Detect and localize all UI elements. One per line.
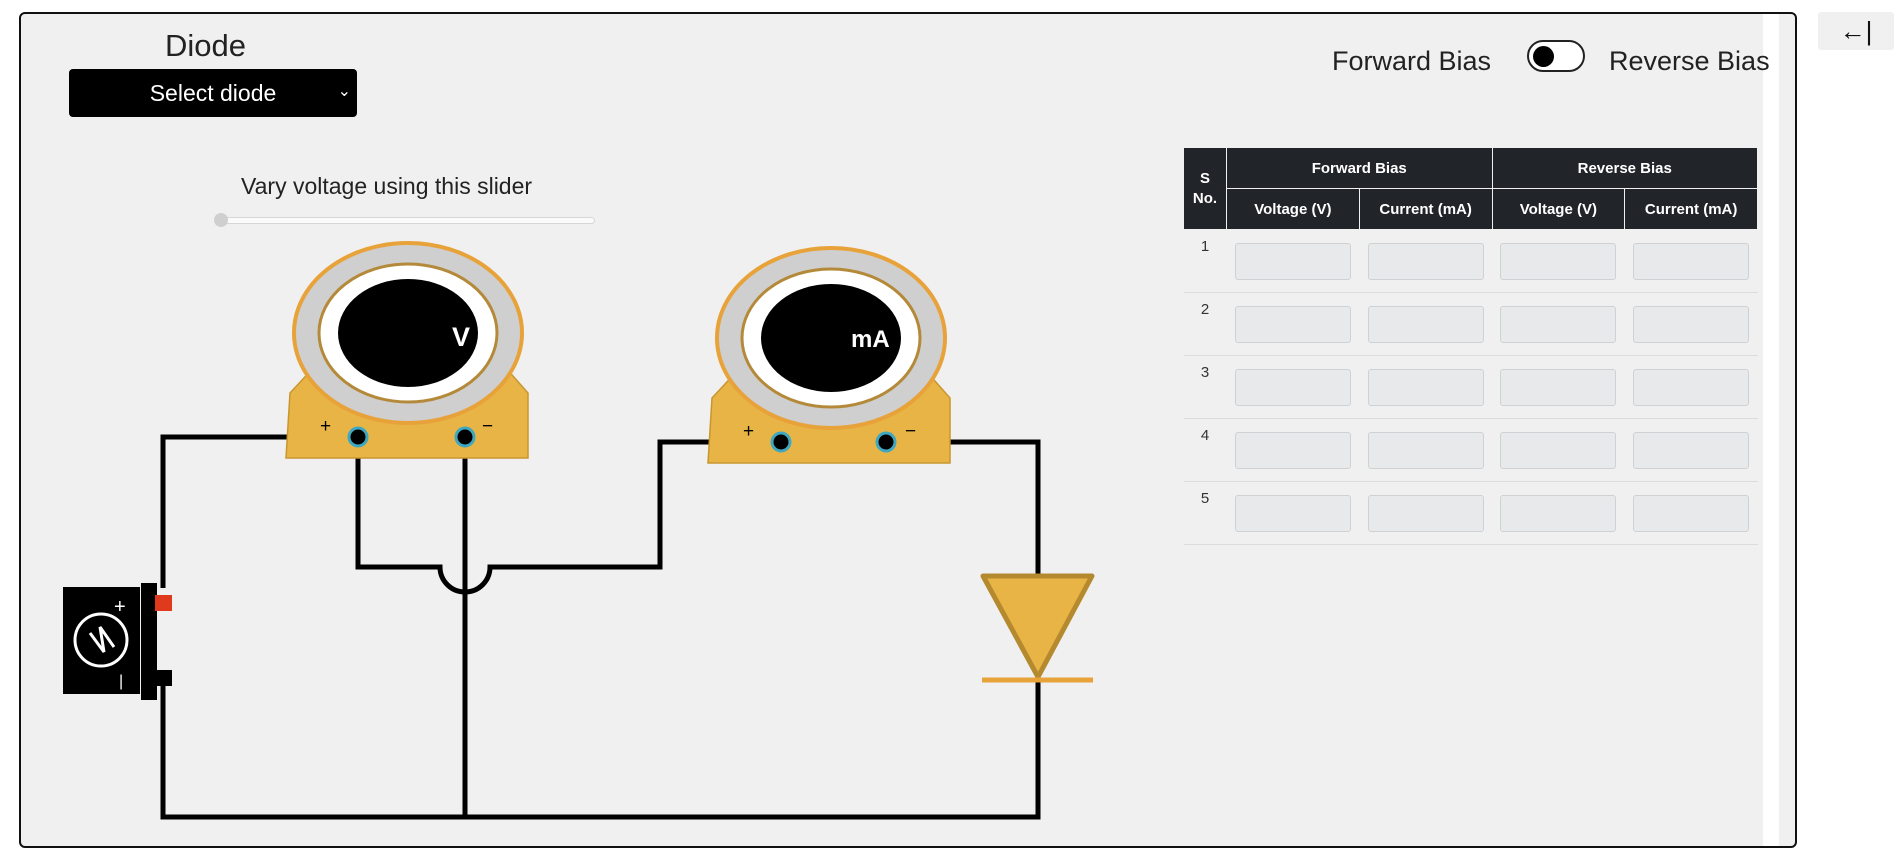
select-diode-label: Select diode [149,79,277,106]
voltmeter-positive-terminal[interactable] [347,426,369,448]
forward-voltage-input[interactable] [1234,494,1351,532]
table-row: 3 [1183,355,1758,419]
circuit-wires [160,434,1041,820]
voltmeter-display [338,279,478,387]
reverse-voltage-input[interactable] [1500,431,1617,469]
forward-current-input[interactable] [1367,305,1484,343]
reverse-current-input[interactable] [1633,305,1750,343]
wire-battery-to-voltmeter [160,434,358,588]
bias-toggle[interactable] [1527,40,1585,72]
forward-current-input[interactable] [1367,368,1484,406]
collapse-panel-button[interactable]: ←| [1818,12,1894,50]
power-supply: + | [63,583,172,700]
bias-toggle-knob [1533,46,1554,67]
ammeter-plus-sign: + [743,421,754,442]
voltmeter-negative-terminal[interactable] [454,426,476,448]
ammeter-positive-terminal[interactable] [770,431,792,453]
reverse-bias-label: Reverse Bias [1609,46,1770,76]
table-header-forward-bias: Forward Bias [1226,147,1493,189]
panel-edge [1763,14,1779,846]
table-header-forward-voltage: Voltage (V) [1226,188,1360,230]
ammeter-display [761,284,901,392]
table-row: 5 [1183,481,1758,545]
reverse-current-input[interactable] [1633,368,1750,406]
table-header-reverse-bias: Reverse Bias [1491,147,1758,189]
table-group-header-row: S No. Forward Bias Reverse Bias [1183,147,1758,230]
source-symbol-icon [88,626,116,653]
row-number: 2 [1183,292,1227,356]
forward-current-input[interactable] [1367,242,1484,280]
table-row: 2 [1183,292,1758,356]
battery-positive-terminal[interactable] [155,595,172,611]
diode[interactable] [980,573,1095,683]
forward-current-input[interactable] [1367,494,1484,532]
battery-negative-terminal[interactable] [155,670,172,686]
forward-voltage-input[interactable] [1234,431,1351,469]
table-header-reverse-current: Current (mA) [1624,188,1758,230]
forward-bias-label: Forward Bias [1332,46,1492,76]
observation-table: S No. Forward Bias Reverse Bias Voltage … [1183,147,1758,545]
slider-label: Vary voltage using this slider [241,173,533,199]
reverse-voltage-input[interactable] [1500,242,1617,280]
select-diode-dropdown[interactable]: Select diode ⌄ [69,69,357,117]
forward-voltage-input[interactable] [1234,305,1351,343]
forward-voltage-input[interactable] [1234,368,1351,406]
table-row: 4 [1183,418,1758,482]
ammeter-unit: mA [851,326,890,353]
ac-source-icon [73,612,129,668]
row-number: 5 [1183,481,1227,545]
power-supply-plate [141,583,157,700]
table-row: 1 [1183,229,1758,293]
reverse-current-input[interactable] [1633,494,1750,532]
voltmeter-plus-sign: + [320,416,331,437]
table-header-forward-current: Current (mA) [1358,188,1493,230]
row-number: 3 [1183,355,1227,419]
voltmeter-minus-sign: − [482,416,493,437]
table-sub-header-row: Voltage (V) Current (mA) Voltage (V) Cur… [1184,188,1758,230]
page-title: Diode [165,28,246,63]
row-number: 4 [1183,418,1227,482]
row-number: 1 [1183,229,1227,293]
battery-plus-sign: + [114,596,126,618]
voltage-slider-thumb[interactable] [214,213,228,227]
diode-triangle [980,573,1095,680]
voltmeter-unit: V [452,322,470,352]
reverse-voltage-input[interactable] [1500,368,1617,406]
ammeter-minus-sign: − [905,421,916,442]
wire-return [160,680,1041,820]
chevron-down-icon: ⌄ [337,83,351,100]
forward-current-input[interactable] [1367,431,1484,469]
ammeter-negative-terminal[interactable] [875,431,897,453]
reverse-current-input[interactable] [1633,431,1750,469]
reverse-voltage-input[interactable] [1500,305,1617,343]
table-header-sno: S No. [1183,147,1227,230]
reverse-voltage-input[interactable] [1500,494,1617,532]
forward-voltage-input[interactable] [1234,242,1351,280]
voltmeter: V + − [285,241,529,459]
battery-minus-sign: | [119,673,123,690]
reverse-current-input[interactable] [1633,242,1750,280]
ammeter: mA + − [707,246,951,464]
table-header-reverse-voltage: Voltage (V) [1491,188,1626,230]
